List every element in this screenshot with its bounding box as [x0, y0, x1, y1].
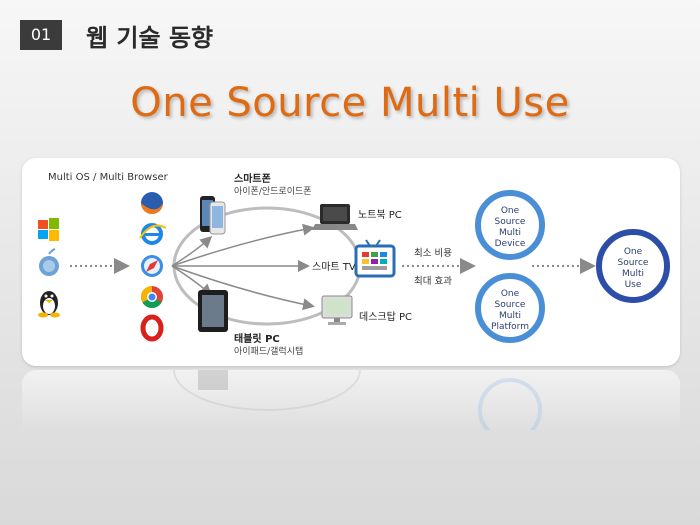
benefit-max-effect: 최대 효과 — [414, 276, 452, 287]
svg-text:Multi: Multi — [622, 269, 644, 279]
headline: One Source Multi Use — [130, 80, 570, 126]
safari-icon — [141, 255, 163, 277]
svg-text:One: One — [501, 289, 520, 299]
tv-label: 스마트 TV — [312, 261, 356, 273]
svg-text:Multi: Multi — [499, 311, 521, 321]
svg-text:Source: Source — [495, 217, 526, 227]
firefox-icon — [141, 192, 163, 214]
desktop-icon — [321, 295, 353, 325]
apple-icon — [39, 248, 59, 276]
svg-text:Source: Source — [618, 258, 649, 268]
reflection-svg — [173, 370, 542, 430]
diagram-svg: Multi OS / Multi Browser — [38, 172, 670, 357]
svg-text:Multi: Multi — [499, 228, 521, 238]
tablet-subtitle: 아이패드/갤럭시탭 — [234, 345, 303, 357]
svg-text:Device: Device — [495, 239, 526, 249]
slide-number: 01 — [20, 20, 62, 50]
desktop-label: 데스크탑 PC — [359, 311, 412, 323]
laptop-icon — [312, 204, 358, 230]
ie-icon — [139, 223, 167, 245]
svg-text:Use: Use — [625, 280, 642, 290]
os-label: Multi OS / Multi Browser — [48, 172, 169, 183]
diagram-panel: Multi OS / Multi Browser — [22, 158, 680, 366]
svg-text:One: One — [501, 206, 520, 216]
laptop-label: 노트북 PC — [358, 209, 402, 221]
svg-text:One: One — [624, 247, 643, 257]
center-arrows — [171, 223, 315, 311]
slide-title: 웹 기술 동향 — [86, 24, 214, 52]
windows-icon — [38, 218, 59, 241]
circle-multi-use: One Source Multi Use — [596, 229, 670, 303]
svg-text:Platform: Platform — [491, 322, 529, 332]
smartphone-icon — [200, 196, 226, 235]
tv-icon — [354, 239, 396, 278]
chrome-icon — [141, 286, 163, 308]
panel-reflection — [22, 370, 680, 430]
circle-multi-device: One Source Multi Device — [475, 190, 545, 260]
circle-multi-platform: One Source Multi Platform — [475, 273, 545, 343]
smartphone-subtitle: 아이폰/안드로이드폰 — [234, 186, 312, 197]
svg-text:Source: Source — [495, 300, 526, 310]
smartphone-title: 스마트폰 — [234, 172, 271, 185]
opera-icon — [140, 314, 164, 342]
benefit-min-cost: 최소 비용 — [414, 248, 452, 259]
linux-icon — [38, 291, 60, 318]
tablet-title: 태블릿 PC — [234, 332, 280, 345]
tablet-icon — [198, 290, 228, 332]
